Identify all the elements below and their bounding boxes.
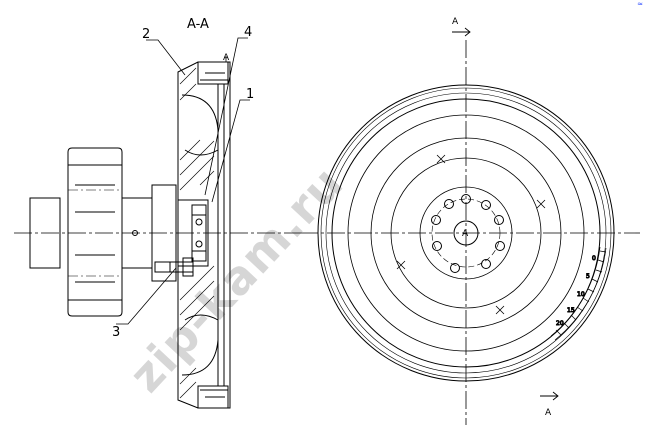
leader-2 [146,39,186,76]
scale-20: 20 [556,320,564,327]
section-arrows [452,27,559,401]
oil-hole [132,230,138,236]
ring-gear-top [197,61,229,85]
section-view-mark: A [223,53,230,63]
friction-outer [347,114,585,352]
corner-mark: ≈ [637,0,643,8]
scale-5: 5 [586,273,590,280]
section-title: A-A [187,17,209,32]
hub-label: A [462,229,469,239]
ring-gear-bottom [197,385,229,409]
watermark-text: zip-kam.ru [119,156,354,403]
flywheel-rim [331,98,601,368]
front-view: 0 5 10 15 20 [300,27,640,425]
leader-4 [204,37,248,196]
pilot-bearing [191,204,207,262]
crankshaft [29,147,177,317]
callout-2: 2 [142,27,150,42]
leader-1 [211,99,250,203]
pressure-plate-bolt-circle [390,157,542,309]
scale-10: 10 [577,291,585,298]
crank-web-bottom [67,300,123,317]
leader-lines [116,37,250,325]
scale-0: 0 [592,255,596,262]
crank-journal-left [29,197,61,269]
callout-3: 3 [112,325,120,340]
crank-web-top [67,147,123,165]
hatching [179,67,215,399]
ring-gear-outer [317,84,615,382]
leader-3 [116,267,177,325]
bolt-circle [431,198,501,268]
section-view [14,37,300,409]
bolt-holes [431,194,505,273]
mount-marks [396,154,546,315]
cavity-top [181,94,219,156]
crank-flange [151,184,177,282]
scale-15: 15 [567,307,575,314]
callout-4: 4 [244,25,252,40]
section-arrow-bottom-label: A [545,408,552,418]
watermark: zip-kam.ru [119,156,354,403]
friction-inner [370,137,562,329]
callout-1: 1 [246,87,254,102]
degree-scale [550,246,607,341]
hub-outer [419,186,513,280]
section-arrow-top-label: A [452,17,459,27]
center-bore [453,220,479,246]
